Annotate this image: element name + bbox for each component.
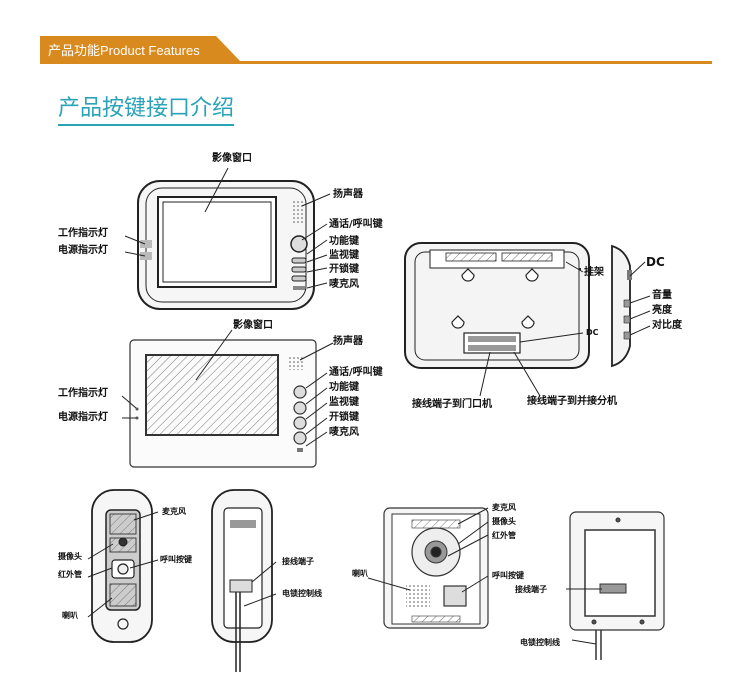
m1-call-label: 通话/呼叫键 (329, 217, 384, 230)
d2-terminal-label: 接线端子 (515, 584, 547, 594)
door-unit-1-back (211, 489, 273, 672)
m1-speaker-label: 扬声器 (333, 187, 364, 200)
back-ext-label: 接线端子到并接分机 (527, 394, 617, 407)
d1-ir-label: 红外管 (58, 569, 82, 579)
side-contrast-label: 对比度 (652, 318, 683, 331)
m2-unlock-label: 开锁键 (329, 410, 360, 423)
d2-call-label: 呼叫按键 (492, 570, 524, 580)
d1-lock-label: 电锁控制线 (282, 588, 322, 598)
header-rule (40, 61, 712, 64)
door-unit-2-back (569, 511, 665, 660)
d1-camera-label: 摄像头 (58, 551, 82, 561)
m2-power-label: 电源指示灯 (58, 410, 108, 423)
d2-camera-label: 摄像头 (492, 516, 516, 526)
section-tab-label: 产品功能Product Features (48, 43, 200, 58)
back-door-label: 接线端子到门口机 (412, 397, 492, 410)
monitor2-leaders (121, 329, 334, 447)
m1-window-label: 影像窗口 (212, 151, 252, 164)
monitor1-leaders (124, 167, 331, 289)
d2-speaker-label: 喇叭 (352, 568, 368, 578)
door-unit-2-front (383, 507, 489, 629)
m1-power-label: 电源指示灯 (58, 243, 108, 256)
side-leaders (629, 261, 651, 336)
d1-call-label: 呼叫按键 (160, 554, 192, 564)
d1-speaker-label: 喇叭 (62, 610, 78, 620)
m2-func-label: 功能键 (329, 380, 360, 393)
d2-mic-label: 麦克风 (492, 502, 516, 512)
m1-mic-label: 唛克风 (329, 277, 359, 290)
m2-call-label: 通话/呼叫键 (329, 365, 384, 378)
door1-back-leaders (243, 561, 277, 607)
m1-monitor-label: 监视键 (329, 248, 360, 261)
monitor-back (404, 242, 590, 369)
d1-terminal-label: 接线端子 (282, 556, 314, 566)
d2-lock-label: 电锁控制线 (520, 637, 560, 647)
side-volume-label: 音量 (652, 288, 672, 301)
m2-work-label: 工作指示灯 (58, 386, 108, 399)
m2-mic-label: 唛克风 (329, 425, 359, 438)
section-header: 产品功能Product Features (40, 36, 712, 64)
section-tab: 产品功能Product Features (40, 36, 240, 61)
side-dc-label: DC (646, 255, 665, 269)
monitor-front-flat (129, 339, 317, 468)
d1-mic-label: 麦克风 (162, 506, 186, 516)
monitor-front-rounded (137, 180, 315, 310)
m1-work-label: 工作指示灯 (58, 226, 108, 239)
door2-front-leaders (367, 507, 489, 593)
page-title: 产品按键接口介绍 (58, 90, 235, 126)
back-leaders (479, 261, 584, 397)
monitor-side (611, 244, 632, 368)
m1-unlock-label: 开锁键 (329, 262, 360, 275)
d2-ir-label: 红外管 (492, 530, 516, 540)
m2-window-label: 影像窗口 (233, 318, 273, 331)
side-bright-label: 亮度 (652, 303, 673, 316)
m2-speaker-label: 扬声器 (333, 334, 364, 347)
m1-func-label: 功能键 (329, 234, 360, 247)
m2-monitor-label: 监视键 (329, 395, 360, 408)
door1-front-leaders (87, 511, 159, 618)
back-dc-label: DC (586, 328, 599, 337)
door-unit-1-front (91, 489, 153, 643)
back-hook-label: 挂架 (584, 265, 604, 278)
door2-back-leaders (566, 588, 602, 645)
